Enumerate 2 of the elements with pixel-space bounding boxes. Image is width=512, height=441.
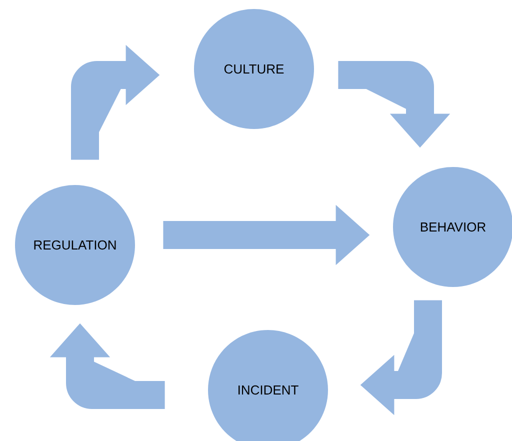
circle-node: CULTURE	[194, 9, 314, 129]
circle-node: REGULATION	[15, 185, 135, 305]
